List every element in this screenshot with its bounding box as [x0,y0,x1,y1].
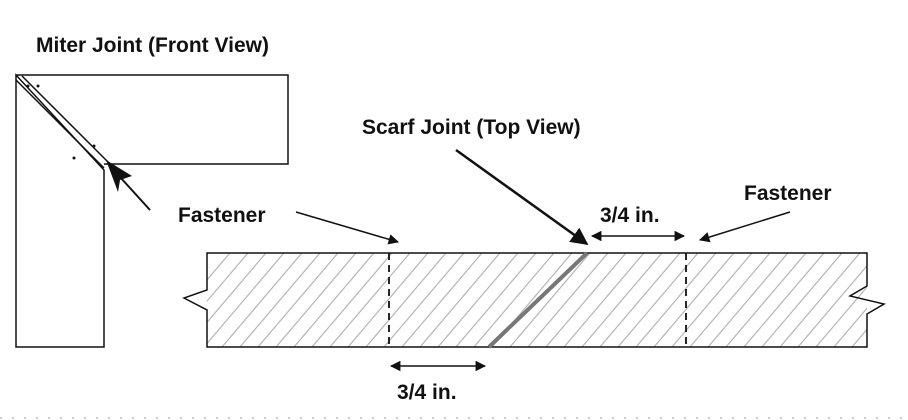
wood-grain-line [207,253,231,281]
wood-grain-line [563,253,645,347]
wood-grain-line [527,253,609,347]
wood-grain-line [311,253,393,347]
wood-grain-line [870,253,908,347]
wood-grain-line [221,253,303,347]
wood-grain-line [707,253,789,347]
wood-grain-line [473,253,555,347]
wood-grain-line [617,253,699,347]
wood-grain-line [851,328,867,347]
wood-grain-line [293,253,375,347]
wood-grain-line [239,253,321,347]
scarf-joint-title: Scarf Joint (Top View) [362,116,581,139]
wood-grain-line [347,253,429,347]
wood-grain-line [833,307,867,347]
fastener-label-right: Fastener [744,182,832,205]
wood-grain-line [383,253,465,347]
wood-grain-line [888,253,908,347]
measure-label-top: 3/4 in. [600,204,660,227]
fastener-dot [36,84,40,88]
wood-grain-line [207,253,249,303]
fastener-dot [92,144,96,148]
wood-grain-line [599,253,681,347]
miter-joint-title: Miter Joint (Front View) [36,34,269,57]
wood-grain-line [455,253,537,347]
wood-grain-line [689,253,771,347]
wood-grain-line [761,253,843,347]
scarf-joint-figure: Scarf Joint (Top View) Fastener Fastener… [178,116,908,404]
wood-grain-line [329,253,411,347]
scarf-cut-line [487,251,589,349]
wood-grain-line [671,253,753,347]
miter-cut-line-inner [21,75,111,165]
wood-grain-line [725,253,807,347]
wood-grain-line [797,264,867,347]
wood-grain-line [653,253,735,347]
measure-label-bottom: 3/4 in. [397,381,457,404]
scarf-pointer-arrow [455,148,589,246]
wood-grain-line [207,253,267,324]
wood-grain-line [257,253,339,347]
wood-grain [207,253,908,347]
wood-grain-line [509,253,591,347]
wood-grain-line [581,253,663,347]
wood-grain-line [275,253,357,347]
wood-grain-line [779,253,861,347]
miter-vertical-board [15,73,105,348]
wood-grain-line [635,253,717,347]
scarf-board-outline [182,252,886,348]
fastener-arrow-left [295,211,400,245]
fastener-dot [26,84,30,88]
miter-cut-line [15,79,105,169]
fastener-dot [72,156,76,160]
wood-grain-line [437,253,519,347]
wood-grain-line [419,253,501,347]
wood-grain-line [743,253,825,347]
wood-grain-line [815,286,867,347]
miter-horizontal-board [16,74,289,165]
wood-grain-line [401,253,483,347]
fastener-arrow-right [698,211,791,243]
wood-grain-line [207,253,285,345]
wood-grain-line [545,253,627,347]
fastener-label-left: Fastener [178,204,266,227]
miter-pointer-arrowhead [106,160,132,192]
wood-grain-line [365,253,447,347]
miter-joint-figure: Miter Joint (Front View) [15,34,289,348]
